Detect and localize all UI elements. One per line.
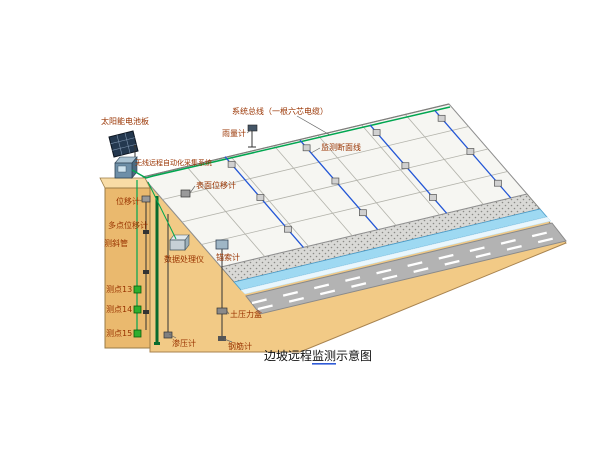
- label-multipoint-displacement: 多点位移计: [108, 220, 148, 230]
- earth-pressure-cell-icon: [216, 307, 228, 315]
- leader-displacement: [139, 198, 144, 202]
- road-lane-dashes-1: [251, 228, 559, 305]
- grid-line: [201, 171, 508, 245]
- label-wireless-system: 无线远程自动化采集系统: [135, 158, 212, 167]
- point14-marker: [133, 305, 142, 314]
- anchor-meter-icon: [215, 239, 229, 250]
- label-piezometer: 渗压计: [172, 338, 196, 348]
- section-sensor-box: [466, 148, 475, 155]
- section-sensor-box: [331, 177, 340, 185]
- label-system-bus: 系统总线（一根六芯电缆）: [232, 106, 328, 116]
- section-sensor-box: [372, 129, 381, 136]
- label-point13: 测点13: [106, 285, 132, 294]
- leader-rebar: [223, 338, 233, 343]
- borehole-anchor-mark: [143, 230, 149, 234]
- section-sensor-box: [227, 160, 236, 168]
- section-sensor-box: [437, 114, 446, 122]
- displacement-meter-icon: [141, 195, 151, 203]
- label-point14: 测点14: [106, 305, 132, 314]
- road: [245, 222, 567, 315]
- slope-grid: [162, 114, 508, 257]
- station-antenna-tip: [133, 144, 137, 148]
- section-sensor-box: [256, 194, 265, 201]
- label-data-processor: 数据处理仪: [164, 254, 204, 264]
- label-anchor-meter: 锚索计: [216, 252, 240, 262]
- solar-panel-gridline: [110, 137, 135, 144]
- rebar-meter-icon: [218, 336, 226, 341]
- surface-displacement-icon: [180, 189, 191, 198]
- label-surface-displacement: 表面位移计: [196, 180, 236, 190]
- inclinometer-cap: [154, 342, 160, 345]
- point13-marker: [133, 285, 142, 294]
- solar-panel-gridline: [124, 132, 131, 154]
- cliff-top-face: [99, 177, 151, 189]
- leader-piezometer: [168, 333, 177, 339]
- label-rain-gauge: 雨量计: [222, 128, 246, 138]
- station-screen: [117, 165, 127, 173]
- solar-panel-gridline: [116, 134, 123, 156]
- cliff-front-face: [104, 187, 151, 349]
- point15-marker: [133, 329, 142, 338]
- title-underline: [312, 363, 336, 365]
- section-sensor-box: [359, 209, 367, 217]
- label-inclinometer-tube: 测斜管: [104, 238, 128, 248]
- diagram-title: 边坡远程监测示意图: [264, 348, 372, 363]
- rain-gauge-icon: [247, 124, 258, 132]
- borehole-anchor-mark: [143, 270, 149, 274]
- label-monitoring-section: 监测断面线: [321, 142, 361, 152]
- cable-to-processor: [147, 181, 177, 240]
- road-lane-dashes-2: [257, 234, 565, 311]
- label-point15: 测点15: [106, 329, 132, 338]
- title-pre: 边坡远程: [264, 348, 312, 363]
- grid-line: [162, 126, 469, 200]
- slope-crest-line: [142, 103, 450, 178]
- section-sensor-group: [227, 114, 502, 233]
- leader-earth-pressure: [226, 310, 230, 315]
- label-earth-pressure-cell: 土压力盒: [230, 309, 262, 319]
- section-sensor-box: [429, 194, 437, 201]
- title-post: 示意图: [336, 348, 372, 363]
- grid-line: [181, 148, 489, 223]
- section-sensor-box: [401, 162, 410, 170]
- leader-system-bus: [296, 115, 331, 136]
- section-sensor-box: [302, 144, 311, 152]
- leader-rain-gauge: [246, 129, 252, 134]
- label-rebar-meter: 钢筋计: [228, 341, 252, 351]
- section-sensor-box: [284, 225, 292, 233]
- data-processor-icon: [169, 239, 186, 251]
- label-solar-panel: 太阳能电池板: [101, 116, 149, 126]
- channel-edge-strip: [240, 216, 552, 295]
- label-displacement: 位移计: [116, 196, 140, 206]
- borehole-anchor-mark: [143, 310, 149, 314]
- leader-surface-displacement: [189, 185, 196, 194]
- section-sensor-box: [494, 179, 502, 187]
- title-underlined: 监测: [312, 349, 336, 363]
- piezometer-icon: [163, 331, 173, 339]
- leader-monitoring-section: [310, 147, 321, 154]
- solar-panel-gridline: [112, 144, 137, 151]
